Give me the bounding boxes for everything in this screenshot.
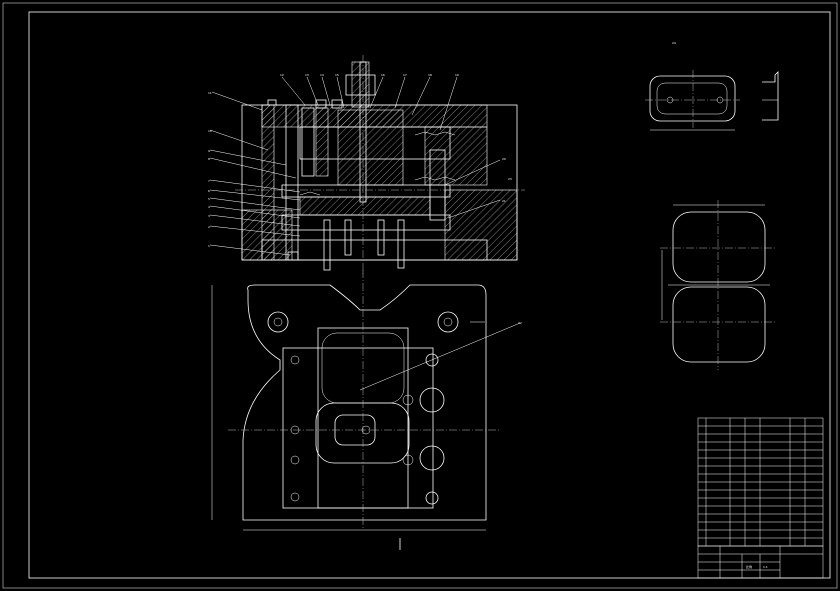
part-balloon-label: 9 <box>208 149 210 153</box>
part-balloon-label: 12 <box>280 73 284 77</box>
leader-lines-right <box>444 159 501 219</box>
part-balloon-label: 7 <box>208 179 210 183</box>
part-balloon-label: 1 <box>208 244 210 248</box>
leader-lines-top <box>281 76 458 131</box>
part-balloon-label: 22 <box>518 321 522 325</box>
blank-layout-view <box>660 200 775 370</box>
part-balloon-label: 11 <box>208 91 212 95</box>
part-balloon-label: 21 <box>502 199 506 203</box>
title-block: 比例 1:1 <box>697 545 824 579</box>
inner-frame <box>28 11 831 579</box>
part-balloon-label: 14 <box>320 73 324 77</box>
part-balloon-label: 5 <box>208 197 210 201</box>
part-balloon-label: 2 <box>208 225 210 229</box>
part-balloon-label: 19 <box>455 73 459 77</box>
part-balloon-label: 13 <box>305 73 309 77</box>
part-balloon-label: 3 <box>208 214 210 218</box>
scale-value: 1:1 <box>763 565 768 569</box>
part-balloon-label: 15 <box>335 73 339 77</box>
parts-list-rows <box>698 425 823 539</box>
part-balloon-label: 20 <box>502 157 506 161</box>
part-balloon-label: 16 <box>381 73 385 77</box>
scale-label: 比例 <box>746 564 752 569</box>
part-balloon-label: 24 <box>672 41 676 45</box>
part-view-top <box>645 70 779 131</box>
part-balloon-label: 8 <box>208 157 210 161</box>
plan-view <box>211 270 521 550</box>
part-balloon-label: 10 <box>208 129 212 133</box>
part-balloon-label: 6 <box>208 189 210 193</box>
leader-lines-left <box>209 91 301 256</box>
part-balloon-label: 4 <box>208 205 210 209</box>
sectional-view <box>235 55 525 275</box>
part-balloon-label: 23 <box>508 177 512 181</box>
part-balloon-label: 17 <box>403 73 407 77</box>
part-balloon-label: 18 <box>428 73 432 77</box>
